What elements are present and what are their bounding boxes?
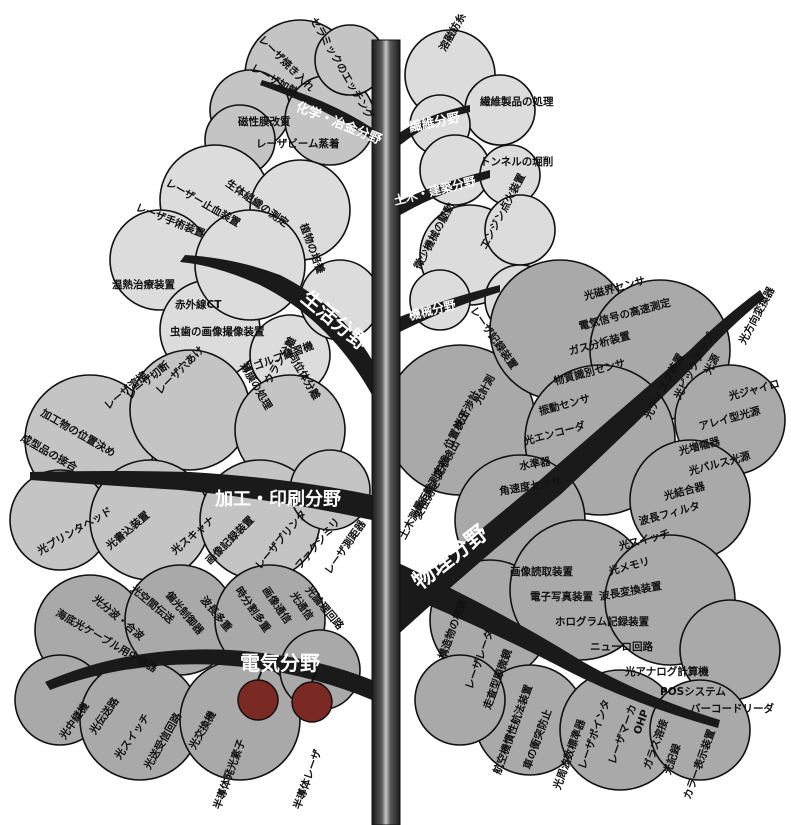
textile-cloud <box>405 30 535 155</box>
item-label: POSシステム <box>660 686 726 698</box>
apple-right <box>292 682 332 722</box>
item-label: 虫歯の画像撮像装置 <box>170 325 265 338</box>
item-label: 半導体レーザ <box>291 747 325 811</box>
item-label: 温熱治療装置 <box>112 278 175 291</box>
item-label: 赤外線CT <box>175 298 222 311</box>
item-label: 繊維製品の処理 <box>479 95 554 108</box>
item-label: レーザビーム蒸着 <box>256 137 340 150</box>
item-label: 光アナログ計算機 <box>624 665 709 678</box>
item-label: 画像読取装置 <box>510 565 573 578</box>
item-label: ホログラム記録装置 <box>555 615 650 628</box>
item-label: トンネルの堀削 <box>480 155 553 168</box>
category-title-electric: 電気分野 <box>240 651 320 675</box>
item-label: バーコードリーダ <box>690 702 774 715</box>
tree-trunk <box>372 40 400 825</box>
item-label: ニューロ回路 <box>590 640 653 653</box>
apple-left <box>238 680 278 720</box>
category-title-printing: 加工・印刷分野 <box>214 489 341 510</box>
item-label: 磁性膜改質 <box>238 115 291 128</box>
item-label: 電子写真装置 <box>530 590 593 603</box>
